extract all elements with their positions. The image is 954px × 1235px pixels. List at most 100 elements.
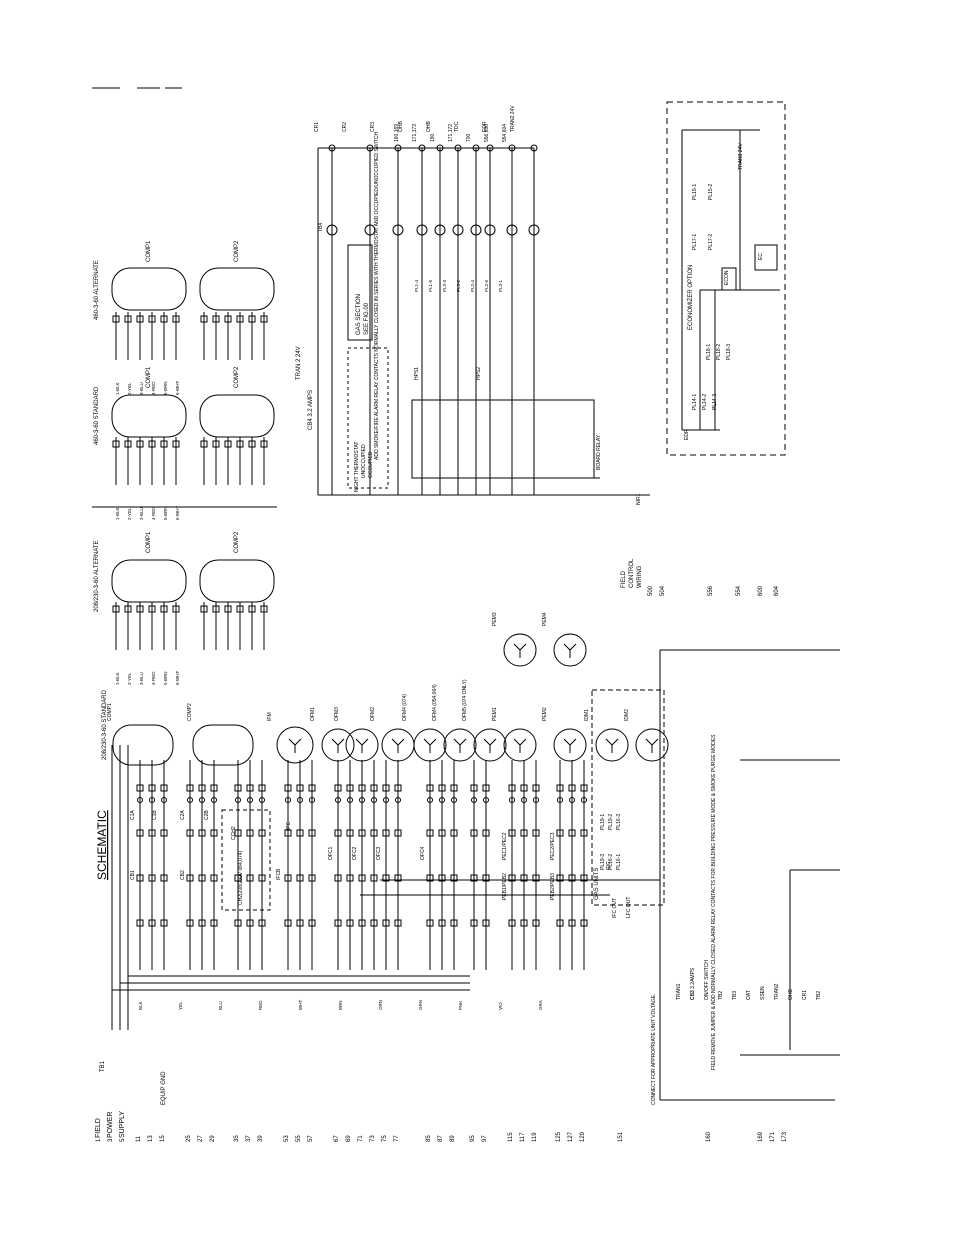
terminal-block [382, 919, 390, 927]
component-label: PEC1/PEC2 [502, 832, 508, 860]
cb4-label: CB4 3.2 AMPS [308, 390, 314, 430]
line-number: 1 [96, 1138, 102, 1142]
line-number: 55 [296, 1135, 302, 1142]
line-number: 57 [308, 1135, 314, 1142]
line-number: 87 [438, 1135, 444, 1142]
relay-coil [364, 224, 376, 236]
wye-winding [453, 738, 467, 753]
wye-winding [331, 738, 345, 753]
power-label: POWER [107, 1112, 114, 1138]
crankcase-note: CH2(208/230V 064,074) [238, 850, 244, 905]
alt-label-460-std: 460-3-60 STANDARD [94, 386, 100, 445]
control-node [436, 144, 444, 152]
line-number: 604 [774, 585, 780, 596]
terminal-block [334, 874, 342, 882]
field-label: FIELD [95, 1118, 102, 1138]
hps2-label: HPS2 [476, 367, 482, 380]
wire-color-label: YEL [178, 1001, 183, 1010]
unoccupied-label: UNOCCUPIED [361, 444, 367, 478]
nir-label: NIR1 [636, 493, 642, 505]
comp2-label-b: COMP2 [234, 366, 240, 388]
line-number: 67 [334, 1135, 340, 1142]
line-number: 15 [160, 1135, 166, 1142]
terminal-block [470, 874, 478, 882]
economizer-label: PL17-1 [692, 234, 698, 250]
wire-color-label: RED [258, 1000, 263, 1010]
alt-terminal [136, 605, 144, 613]
component-label: CB3 [690, 990, 696, 1000]
wire-color-label: WHT [298, 1000, 303, 1010]
alt-terminal [148, 315, 156, 323]
bottom-label: TB3 [732, 991, 738, 1000]
alt-lead-label: 3-BLU [139, 507, 144, 520]
fan-motor [503, 728, 537, 762]
terminal-block [186, 874, 194, 882]
relay-coil [506, 224, 518, 236]
line-number: 169 [758, 1131, 764, 1142]
wye-winding [645, 738, 659, 753]
line-number: 600 [758, 585, 764, 596]
control-plug-label: PL1-6 [428, 279, 433, 292]
terminal-block [136, 829, 144, 837]
terminal-block [580, 784, 588, 792]
terminal-block [568, 829, 576, 837]
fan-motor [635, 728, 669, 762]
line-number: 3 [108, 1138, 114, 1142]
terminal-block [198, 829, 206, 837]
control-node [328, 144, 336, 152]
idc-label: IDC [606, 861, 612, 870]
alt-terminal [212, 440, 220, 448]
terminal-block [148, 874, 156, 882]
terminal-block [438, 829, 446, 837]
alt-lead-label: 6-WHT [175, 506, 180, 520]
occupied-label: OCCUPIED [368, 451, 374, 478]
alt-terminal [160, 440, 168, 448]
contact-node [483, 797, 489, 803]
alt-terminal [248, 315, 256, 323]
terminal-block [556, 874, 564, 882]
terminal-block [394, 829, 402, 837]
motor-label: PEM4 [542, 612, 548, 626]
contact-node [187, 797, 193, 803]
terminal-block [136, 784, 144, 792]
alt-terminal [160, 315, 168, 323]
bottom-label: CB3 3.2AMPS [690, 967, 696, 1000]
bottom-label: TB2 [816, 991, 822, 1000]
hps1-label: HPS1 [414, 367, 420, 380]
contact-node [533, 797, 539, 803]
motor-label: OFM2 [370, 707, 376, 721]
bottom-label: CR1 [802, 990, 808, 1000]
terminal-block [258, 919, 266, 927]
wye-winding [513, 643, 527, 658]
wire-color-label: GRN [418, 1000, 423, 1010]
wye-winding [483, 738, 497, 753]
alt-lead-label: 3-BLU [139, 382, 144, 395]
alt-lead-label: 6-WHT [175, 381, 180, 395]
terminal-block [426, 919, 434, 927]
motor-label: PEM2 [542, 707, 548, 721]
terminal-block [520, 784, 528, 792]
control-plug-label: PL3-3 [442, 279, 447, 292]
terminal-block [284, 829, 292, 837]
line-number: 35 [234, 1135, 240, 1142]
terminal-block [246, 829, 254, 837]
contact-node [161, 797, 167, 803]
motor-label: PEM1 [492, 707, 498, 721]
tb4-label: TB4 [318, 223, 324, 232]
ifc-label: IFC [286, 822, 292, 830]
alt-lead-label: 6-WHT [175, 671, 180, 685]
control-node [366, 144, 374, 152]
alt-terminal [124, 605, 132, 613]
economizer-label: ECON [724, 270, 730, 285]
comp2-label-a: COMP2 [234, 240, 240, 262]
terminal-block [532, 784, 540, 792]
compressor-motor [112, 724, 174, 766]
terminal-block [580, 874, 588, 882]
control-ref: 171,173 [412, 124, 418, 142]
terminal-block [482, 874, 490, 882]
line-number: 151 [618, 1131, 624, 1142]
alt-lead-label: 4-RED [151, 506, 156, 520]
terminal-block [346, 874, 354, 882]
alt-terminal [236, 315, 244, 323]
fan-motor [413, 728, 447, 762]
